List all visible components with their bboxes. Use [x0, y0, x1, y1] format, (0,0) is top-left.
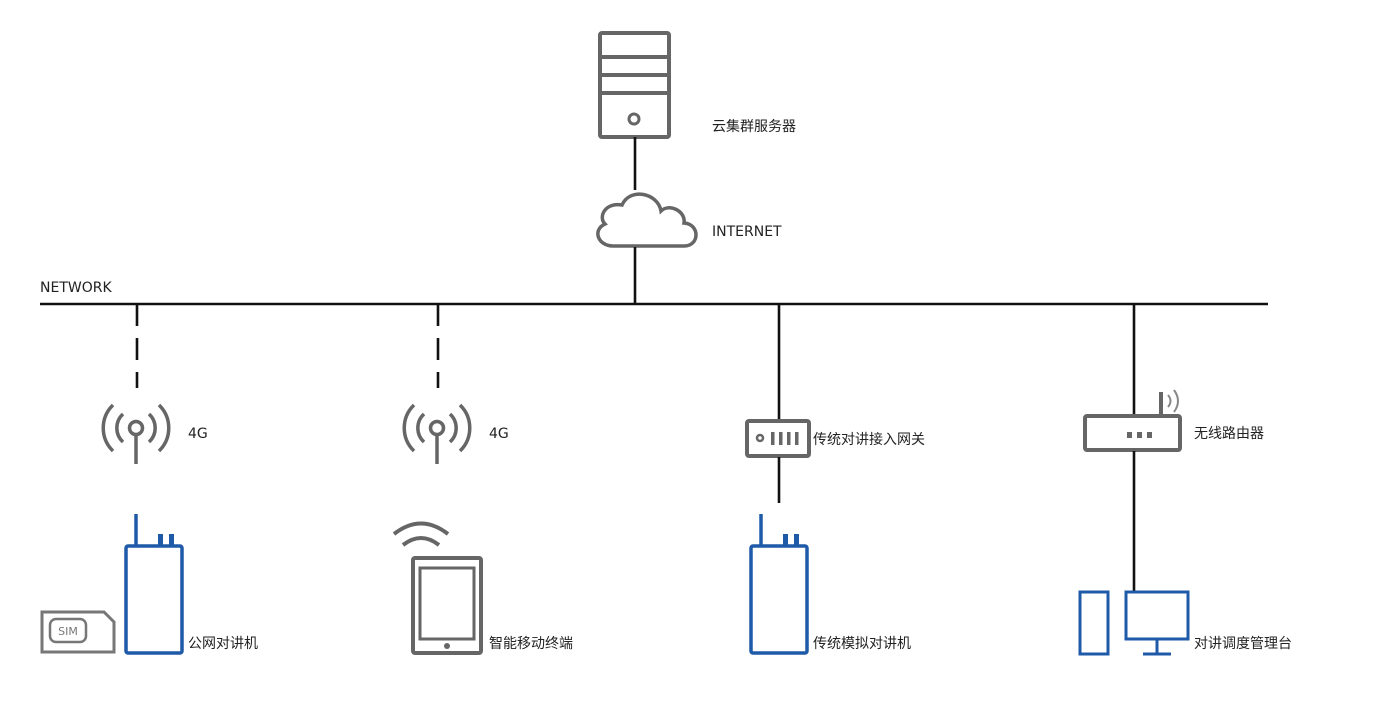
- antenna-icon: [402, 403, 472, 464]
- device-label-1: 公网对讲机: [188, 636, 258, 652]
- link-label-1: 4G: [188, 426, 208, 442]
- link-label-2: 4G: [489, 426, 509, 442]
- device-label-3: 传统模拟对讲机: [813, 636, 911, 652]
- sim-card-label: SIM: [58, 625, 78, 638]
- desktop-computer-icon: [1078, 590, 1190, 656]
- gateway-label: 传统对讲接入网关: [813, 432, 925, 448]
- device-label-2: 智能移动终端: [489, 636, 573, 652]
- server-label: 云集群服务器: [712, 119, 796, 135]
- internet-label: INTERNET: [712, 224, 782, 240]
- gateway-icon: [745, 419, 811, 458]
- walkie-talkie-icon: [124, 514, 184, 655]
- device-label-4: 对讲调度管理台: [1194, 636, 1292, 652]
- network-label: NETWORK: [40, 280, 112, 296]
- antenna-icon: [101, 403, 171, 464]
- wifi-icon: [392, 521, 450, 547]
- server-icon: [598, 31, 671, 139]
- router-label: 无线路由器: [1194, 426, 1264, 442]
- cloud-icon: [596, 192, 698, 248]
- wireless-router-icon: [1083, 389, 1182, 452]
- sim-card-icon: SIM: [40, 610, 116, 654]
- tablet-icon: [411, 556, 483, 655]
- walkie-talkie-icon: [749, 514, 809, 655]
